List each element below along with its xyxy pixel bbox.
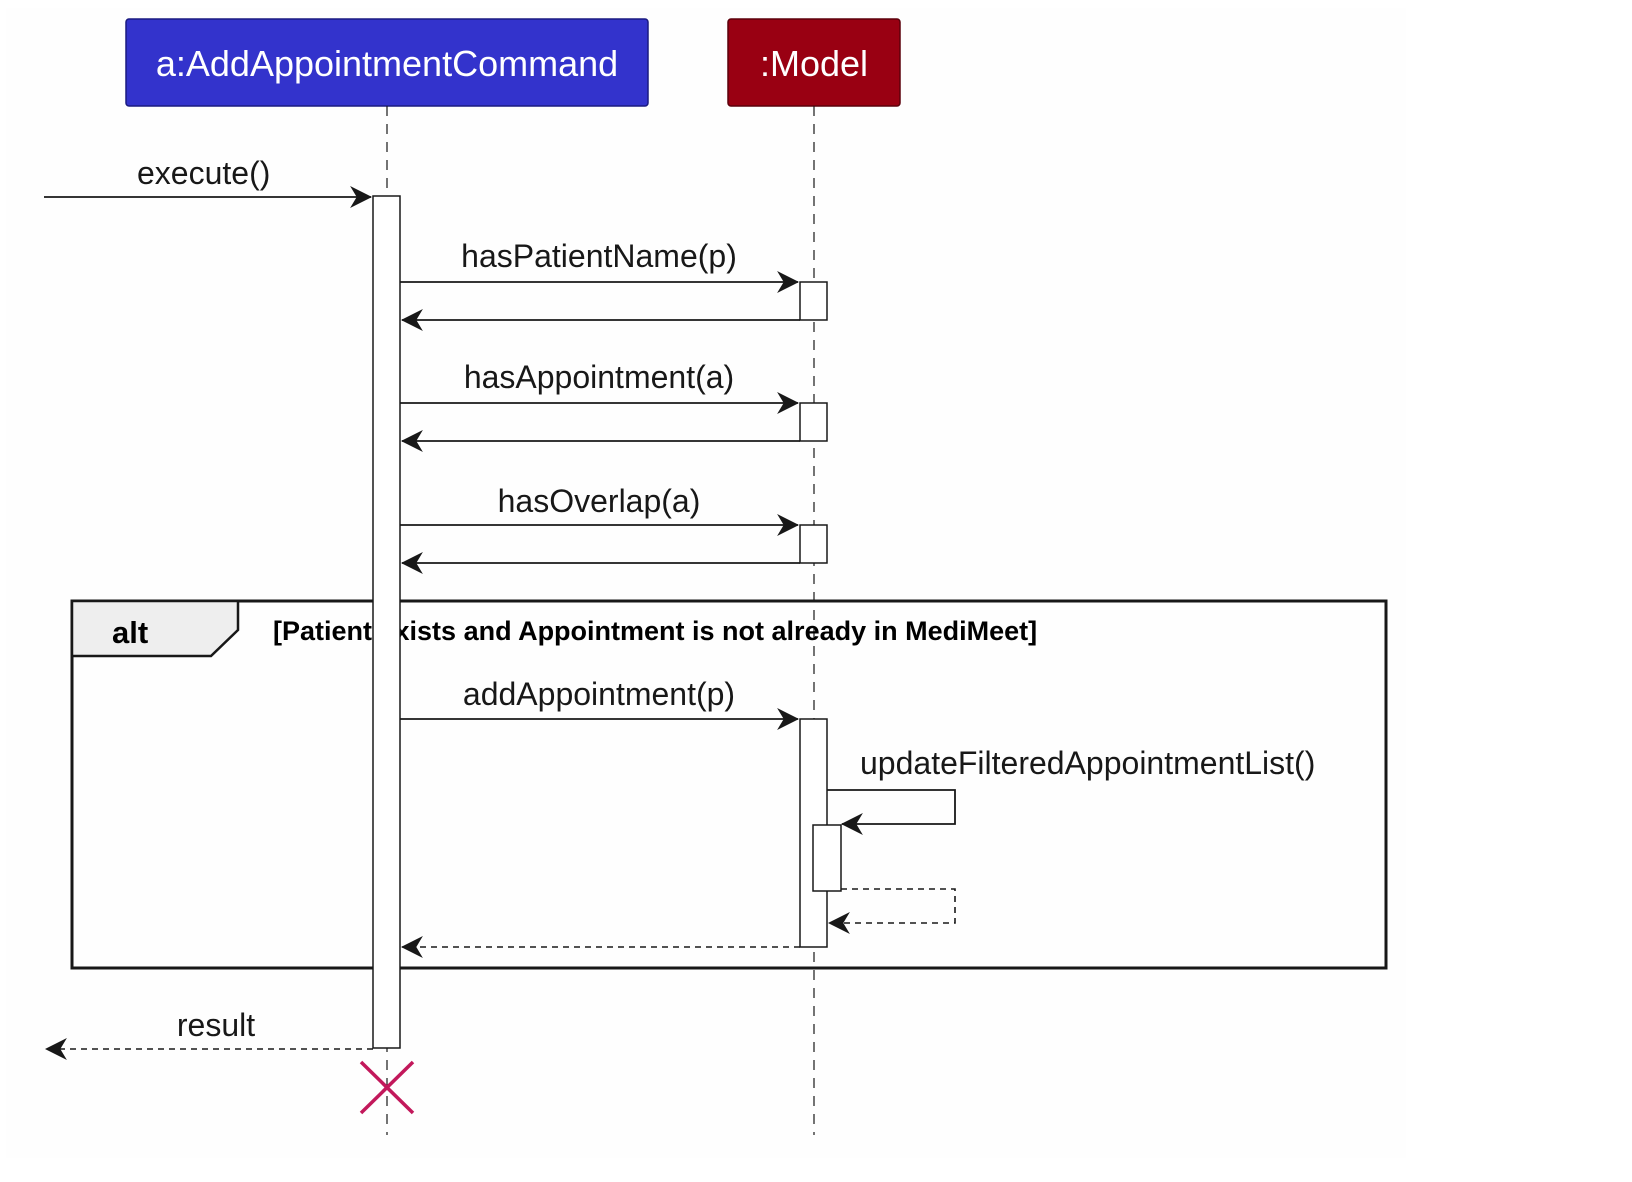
participant-label-command: a:AddAppointmentCommand — [156, 43, 618, 84]
self-return-arrow-update-filtered — [827, 888, 956, 934]
activation-model-has-overlap — [799, 524, 828, 564]
activation-command — [372, 195, 401, 1049]
message-label-add-appointment: addAppointment(p) — [463, 676, 735, 712]
participant-model: :Model — [727, 18, 901, 107]
message-label-has-overlap: hasOverlap(a) — [498, 483, 701, 519]
message-label-update-filtered: updateFilteredAppointmentList() — [860, 745, 1315, 781]
message-label-execute: execute() — [137, 155, 270, 191]
alt-fragment: alt [Patient exists and Appointment is n… — [70, 599, 1388, 970]
message-label-has-patient-name: hasPatientName(p) — [461, 238, 737, 274]
diagram-background — [6, 8, 1406, 1158]
message-label-result: result — [177, 1007, 255, 1043]
activation-model-has-patient-name — [799, 281, 828, 321]
destroy-x-icon — [359, 1060, 415, 1115]
activation-model-has-appointment — [799, 402, 828, 442]
participant-add-appointment-command: a:AddAppointmentCommand — [125, 18, 649, 107]
participant-label-model: :Model — [760, 43, 868, 84]
activation-model-update-filtered — [812, 824, 842, 892]
destroy-stroke-2 — [359, 1060, 415, 1115]
alt-operator-label: alt — [112, 615, 148, 650]
alt-fragment-frame — [70, 599, 1388, 970]
self-call-arrow-update-filtered — [827, 789, 956, 835]
alt-fragment-tab — [70, 599, 240, 658]
message-label-has-appointment: hasAppointment(a) — [464, 359, 734, 395]
